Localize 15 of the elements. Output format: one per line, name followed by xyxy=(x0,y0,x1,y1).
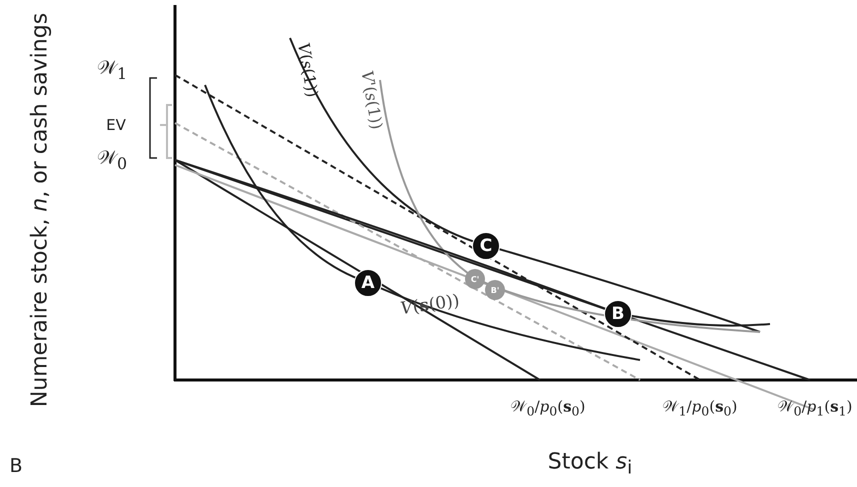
point-marker: B xyxy=(604,300,632,328)
point-marker: C xyxy=(472,232,500,260)
axis-value: EV xyxy=(106,116,126,134)
axis-value: 𝒲$_{1}$/p$_{0}$(s$_{0}$) xyxy=(662,398,738,418)
point-marker: A xyxy=(354,269,382,297)
point-marker: B' xyxy=(485,280,505,300)
axis-value: 𝒲$_{0}$ xyxy=(96,147,128,173)
panel-letter: B xyxy=(9,455,23,477)
point-marker: C' xyxy=(465,269,485,289)
axis-title: Numeraire stock, n, or cash savings xyxy=(28,12,52,408)
axis-value: 𝒲$_{1}$ xyxy=(96,57,128,83)
axis-value: 𝒲$_{0}$/p$_{1}$(s$_{1}$) xyxy=(778,398,852,418)
curve-label: V'(s(1)) xyxy=(358,69,386,131)
axis-value: 𝒲$_{0}$/p$_{0}$(s$_{0}$) xyxy=(510,398,586,418)
axis-title: Stock s$_{i}$ xyxy=(548,449,632,479)
